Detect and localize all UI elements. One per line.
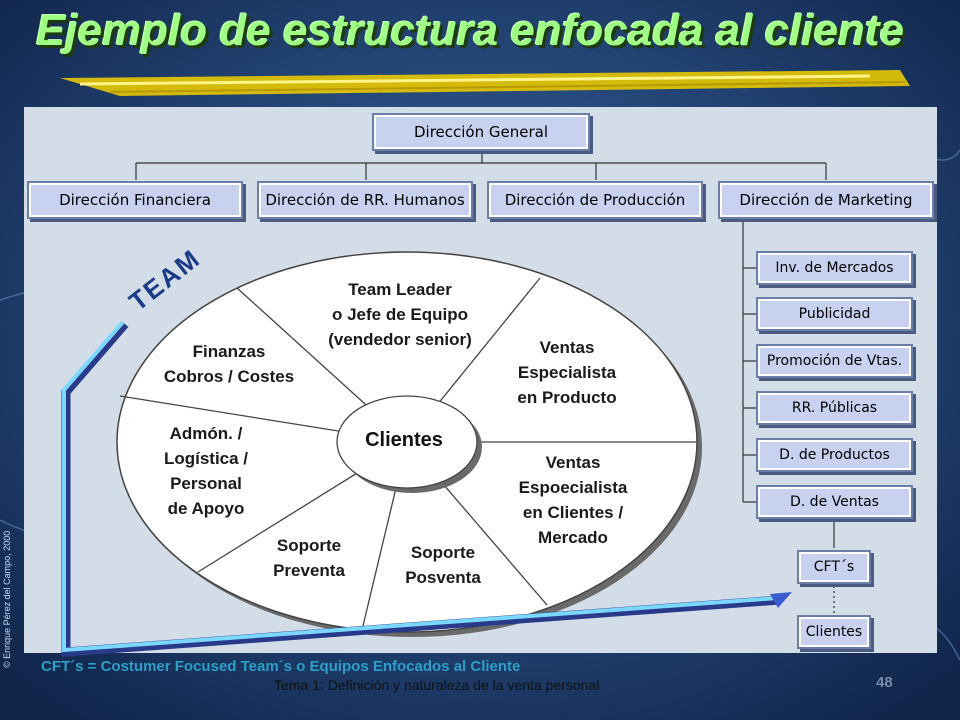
seg-team-leader-line: (vendedor senior)	[328, 330, 472, 349]
seg-soporte-preventa-line: Soporte	[277, 536, 341, 555]
d-productos-box: D. de Productos	[756, 438, 913, 472]
dir-produccion-box: Dirección de Producción	[487, 181, 703, 219]
copyright-note: © Enrique Pérez del Campo, 2000	[2, 530, 12, 668]
page-number: 48	[876, 674, 893, 691]
page-title: Ejemplo de estructura enfocada al client…	[36, 6, 905, 55]
promocion-ventas-box: Promoción de Vtas.	[756, 344, 913, 378]
seg-ventas-producto-line: en Producto	[517, 388, 616, 407]
seg-soporte-posventa-line: Posventa	[405, 568, 481, 587]
seg-soporte-preventa-line: Preventa	[273, 561, 345, 580]
team-label: TEAM	[123, 243, 206, 317]
dir-marketing-box: Dirección de Marketing	[718, 181, 934, 219]
center-clients: Clientes	[365, 429, 443, 451]
cfts-box: CFT´s	[797, 550, 871, 584]
seg-ventas-producto-line: Especialista	[518, 363, 617, 382]
publicidad-box: Publicidad	[756, 297, 913, 331]
seg-team-leader-line: Team Leader	[348, 280, 452, 299]
seg-soporte-posventa-line: Soporte	[411, 543, 475, 562]
seg-admon-logistica-line: de Apoyo	[168, 499, 245, 518]
seg-finanzas-line: Cobros / Costes	[164, 367, 294, 386]
d-ventas-box: D. de Ventas	[756, 485, 913, 519]
seg-team-leader: Team Leader o Jefe de Equipo (vendedor sen…	[328, 280, 472, 349]
dir-rrhh-box: Dirección de RR. Humanos	[257, 181, 473, 219]
team-ellipse	[116, 251, 702, 637]
seg-admon-logistica-line: Personal	[170, 474, 242, 493]
dir-financiera-box: Dirección Financiera	[27, 181, 243, 219]
title-underline	[60, 70, 910, 96]
clientes-box: Clientes	[797, 615, 871, 649]
seg-finanzas-line: Finanzas	[193, 342, 266, 361]
dir-general-box: Dirección General	[372, 113, 590, 151]
seg-admon-logistica: Admón. / Logística / Personal de Apoyo	[164, 424, 248, 518]
rr-publicas-box: RR. Públicas	[756, 391, 913, 425]
seg-ventas-producto-line: Ventas	[540, 338, 595, 357]
seg-ventas-clientes-line: Espoecialista	[519, 478, 628, 497]
seg-team-leader-line: o Jefe de Equipo	[332, 305, 468, 324]
seg-ventas-clientes-line: en Clientes /	[523, 503, 623, 522]
team-arrow	[61, 320, 792, 657]
course-footer: Tema 1: Definición y naturaleza de la ve…	[274, 677, 600, 693]
seg-ventas-clientes-line: Ventas	[546, 453, 601, 472]
seg-admon-logistica-line: Admón. /	[170, 424, 243, 443]
inv-mercados-box: Inv. de Mercados	[756, 251, 913, 285]
seg-ventas-clientes-line: Mercado	[538, 528, 608, 547]
seg-admon-logistica-line: Logística /	[164, 449, 248, 468]
cft-definition: CFT´s = Costumer Focused Team´s o Equipo…	[41, 658, 521, 675]
